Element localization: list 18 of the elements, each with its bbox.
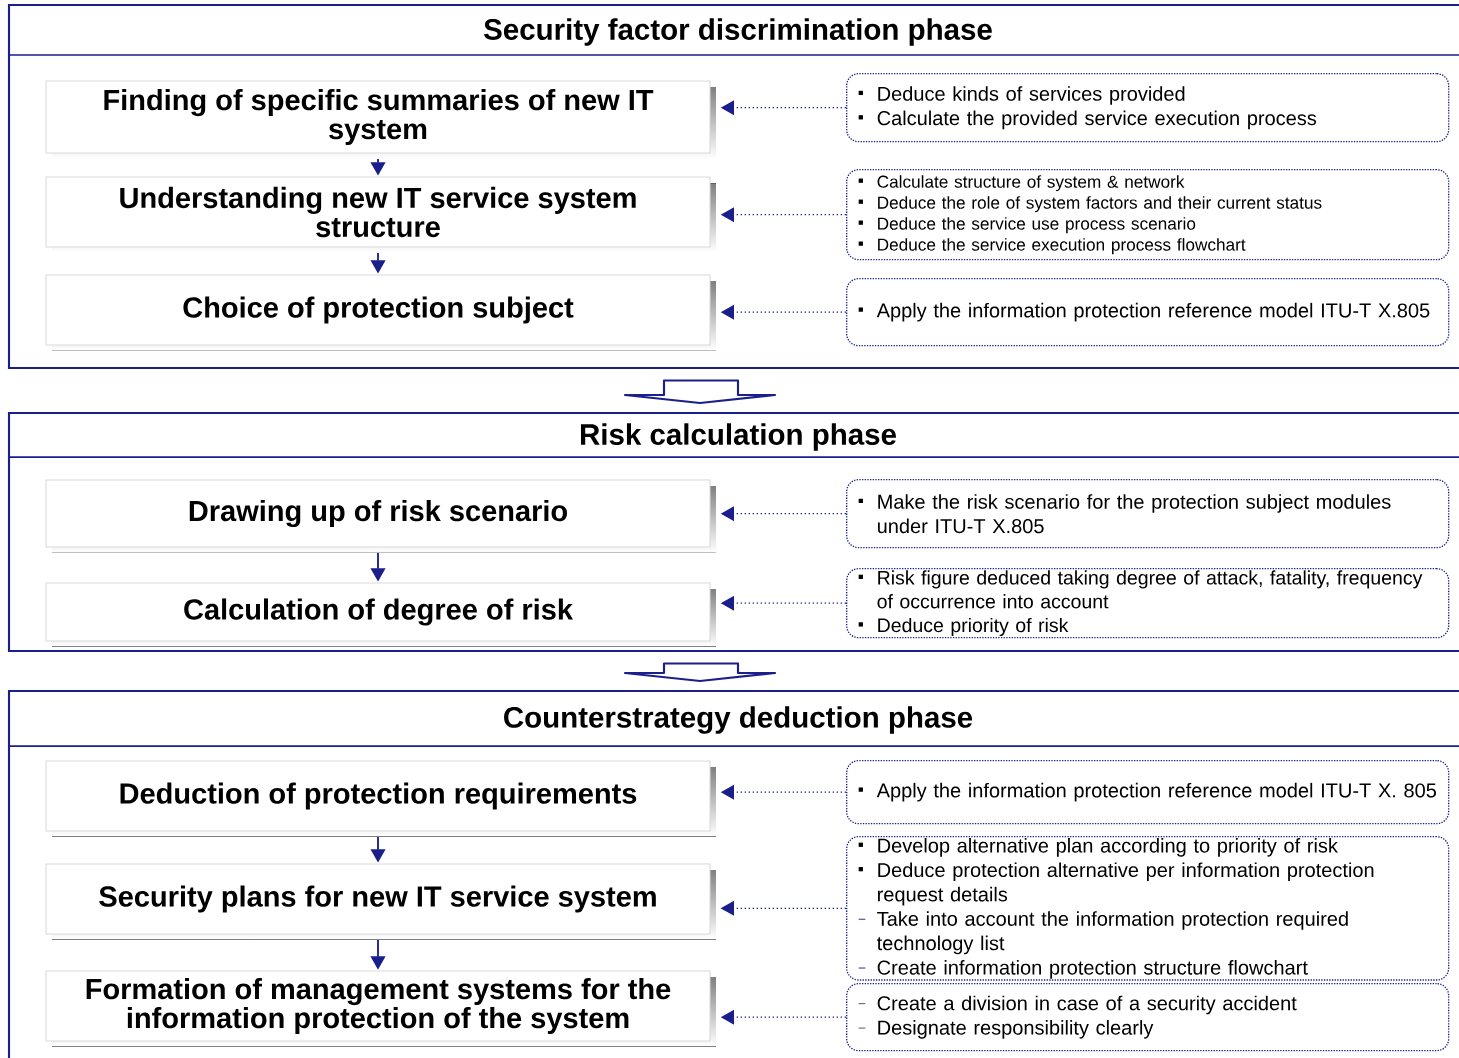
step-box: Drawing up of risk scenario <box>45 479 716 553</box>
step-box: Finding of specific summaries of new IT system <box>45 80 716 159</box>
note-box: Make the risk scenario for the protection subject modules under ITU-T X.805 <box>846 479 1450 549</box>
step-box: Security plans for new IT service system <box>45 863 716 940</box>
note-box: Create a division in case of a security accident Designate responsibility clearly <box>846 983 1450 1052</box>
note-box: Risk figure deduced taking degree of attack, fatality, frequency of occurrence into account Deduce priority of risk <box>846 568 1450 639</box>
step-box: Choice of protection subject <box>45 274 716 351</box>
note-box: Develop alternative plan according to priority of risk Deduce protection alternative per information protection request details Take into account the information protection required technology list Create information protection structure flowchart <box>846 836 1450 981</box>
block-arrow <box>623 662 777 683</box>
block-arrow <box>623 379 777 405</box>
note-box: Apply the information protection reference model ITU-T X. 805 <box>846 760 1450 825</box>
step-box: Formation of management systems for the information protection of the system <box>45 970 716 1047</box>
step-box: Deduction of protection requirements <box>45 760 716 837</box>
note-box: Apply the information protection reference model ITU-T X.805 <box>846 278 1450 347</box>
step-box: Understanding new IT service system structure <box>45 176 716 253</box>
note-box: Calculate structure of system & network Deduce the role of system factors and their current status Deduce the service use process scenario Deduce the service execution process flowchart <box>846 169 1450 261</box>
note-box: Deduce kinds of services provided Calculate the provided service execution process <box>846 73 1450 143</box>
step-box: Calculation of degree of risk <box>45 582 716 647</box>
